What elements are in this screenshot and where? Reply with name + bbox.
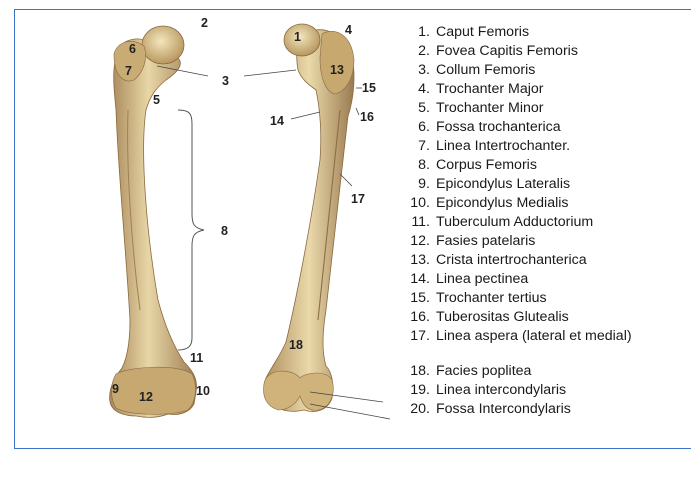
legend-item: 3.Collum Femoris	[392, 61, 693, 80]
label-17: 17	[351, 193, 365, 206]
legend-number: 11.	[392, 213, 436, 232]
legend-item: 4.Trochanter Major	[392, 80, 693, 99]
legend-text: Caput Femoris	[436, 23, 693, 42]
legend-text: Fasies patelaris	[436, 232, 693, 251]
legend-number: 20.	[392, 400, 436, 419]
legend-text: Corpus Femoris	[436, 156, 693, 175]
legend-number: 6.	[392, 118, 436, 137]
legend-item: 16.Tuberositas Glutealis	[392, 308, 693, 327]
legend-number: 2.	[392, 42, 436, 61]
legend-number: 7.	[392, 137, 436, 156]
label-10: 10	[196, 385, 210, 398]
legend-item: 20.Fossa Intercondylaris	[392, 400, 693, 419]
femoral-head-anterior	[142, 26, 184, 64]
label-5: 5	[153, 94, 160, 107]
legend-text: Epicondylus Medialis	[436, 194, 693, 213]
legend-text: Linea aspera (lateral et medial)	[436, 327, 693, 362]
legend-text: Facies poplitea	[436, 362, 693, 381]
label-12: 12	[139, 391, 153, 404]
legend-number: 15.	[392, 289, 436, 308]
legend-number: 14.	[392, 270, 436, 289]
legend-item: 14.Linea pectinea	[392, 270, 693, 289]
legend-item: 10.Epicondylus Medialis	[392, 194, 693, 213]
legend-number: 12.	[392, 232, 436, 251]
anterior-condyles	[112, 367, 196, 414]
label-14: 14	[270, 115, 284, 128]
label-1: 1	[294, 31, 301, 44]
legend-number: 9.	[392, 175, 436, 194]
legend-number: 4.	[392, 80, 436, 99]
legend-item: 5.Trochanter Minor	[392, 99, 693, 118]
legend-text: Linea Intertrochanter.	[436, 137, 693, 156]
label-18: 18	[289, 339, 303, 352]
legend-text: Linea intercondylaris	[436, 381, 693, 400]
legend-number: 18.	[392, 362, 436, 381]
label-8: 8	[221, 225, 228, 238]
label-4: 4	[345, 24, 352, 37]
posterior-femur	[264, 24, 354, 412]
legend-item: 18.Facies poplitea	[392, 362, 693, 381]
legend-text: Epicondylus Lateralis	[436, 175, 693, 194]
legend-item: 7.Linea Intertrochanter.	[392, 137, 693, 156]
legend-text: Crista intertrochanterica	[436, 251, 693, 270]
corpus-brace	[178, 110, 204, 350]
anterior-femur	[110, 26, 197, 417]
label-15: 15	[362, 82, 376, 95]
label-9: 9	[112, 383, 119, 396]
legend-number: 1.	[392, 23, 436, 42]
legend-item: 11.Tuberculum Adductorium	[392, 213, 693, 232]
legend-text: Trochanter Minor	[436, 99, 693, 118]
femoral-head-posterior	[284, 24, 320, 56]
legend-number: 5.	[392, 99, 436, 118]
legend-text: Linea pectinea	[436, 270, 693, 289]
legend-item: 19.Linea intercondylaris	[392, 381, 693, 400]
legend-item: 2.Fovea Capitis Femoris	[392, 42, 693, 61]
legend-number: 19.	[392, 381, 436, 400]
label-11: 11	[190, 352, 203, 365]
legend-number: 17.	[392, 327, 436, 362]
legend-number: 10.	[392, 194, 436, 213]
legend-text: Fovea Capitis Femoris	[436, 42, 693, 61]
label-13: 13	[330, 64, 344, 77]
legend-number: 8.	[392, 156, 436, 175]
legend-item: 9.Epicondylus Lateralis	[392, 175, 693, 194]
legend-item: 13.Crista intertrochanterica	[392, 251, 693, 270]
legend-item: 15.Trochanter tertius	[392, 289, 693, 308]
legend-item: 8.Corpus Femoris	[392, 156, 693, 175]
legend-number: 3.	[392, 61, 436, 80]
label-3: 3	[222, 75, 229, 88]
legend-text: Trochanter tertius	[436, 289, 693, 308]
legend-text: Fossa trochanterica	[436, 118, 693, 137]
label-2: 2	[201, 17, 208, 30]
legend-text: Tuberculum Adductorium	[436, 213, 693, 232]
legend-item: 12.Fasies patelaris	[392, 232, 693, 251]
legend-item: 6.Fossa trochanterica	[392, 118, 693, 137]
legend-item: 17.Linea aspera (lateral et medial)	[392, 327, 693, 362]
legend-text: Fossa Intercondylaris	[436, 400, 693, 419]
legend-number: 16.	[392, 308, 436, 327]
label-6: 6	[129, 43, 136, 56]
label-7: 7	[125, 65, 132, 78]
legend-text: Collum Femoris	[436, 61, 693, 80]
legend-number: 13.	[392, 251, 436, 270]
label-16: 16	[360, 111, 374, 124]
legend-text: Tuberositas Glutealis	[436, 308, 693, 327]
legend-list: 1.Caput Femoris 2.Fovea Capitis Femoris …	[392, 23, 693, 419]
legend-item: 1.Caput Femoris	[392, 23, 693, 42]
legend-text: Trochanter Major	[436, 80, 693, 99]
